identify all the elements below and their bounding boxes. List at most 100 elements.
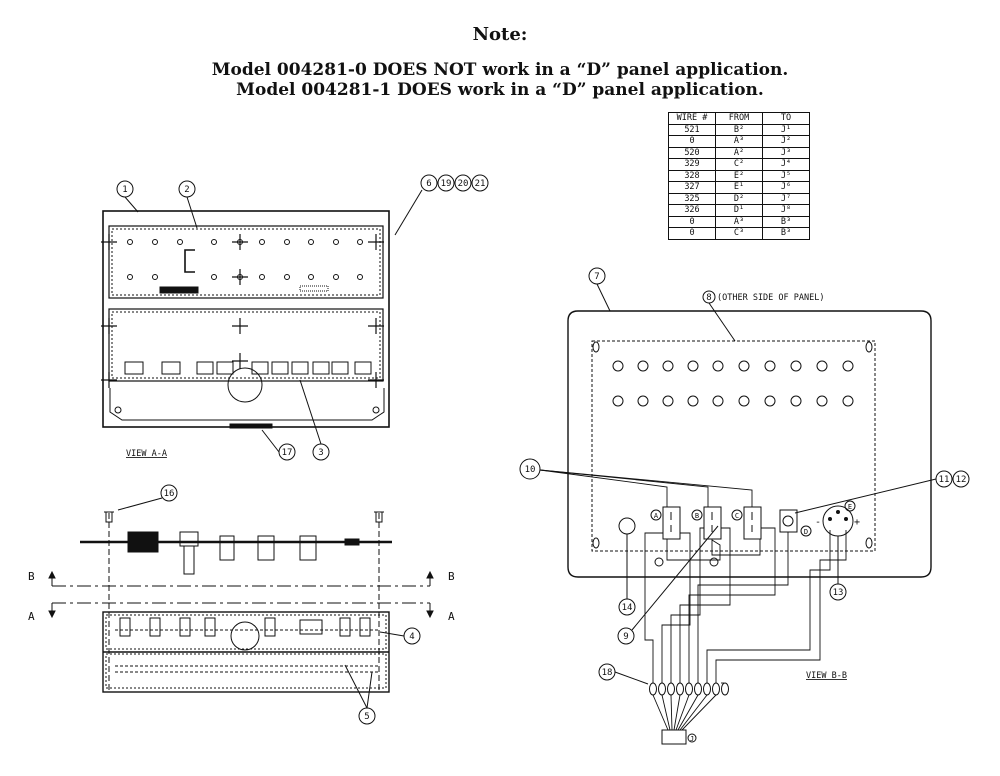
section-label-a-right: A	[448, 610, 455, 623]
side-view-component	[257, 535, 275, 561]
callout-4: 4	[409, 632, 414, 642]
section-letters: B B A A	[28, 570, 455, 623]
callout-19: 19	[441, 179, 452, 189]
view-aa-screw	[372, 406, 380, 414]
callout-21: 21	[475, 179, 486, 189]
view-aa-upper-panel-inner	[111, 228, 381, 296]
view-aa-callouts	[116, 174, 489, 461]
callout-13: 13	[833, 588, 844, 598]
side-view-screw	[374, 511, 384, 523]
view-aa-bottom-connector	[229, 423, 273, 429]
other-side-label: (OTHER SIDE OF PANEL)	[717, 293, 824, 303]
callout-5: 5	[364, 712, 369, 722]
view-aa-small-strip	[299, 285, 329, 292]
side-view-lower-inner	[105, 614, 387, 650]
wire-cell: C²	[715, 158, 763, 171]
view-bb-terminal-marks: -+	[815, 517, 860, 528]
section-arrow-a-right	[426, 603, 434, 619]
view-bb-plug-wires	[652, 694, 717, 731]
view-bb-connector-d	[782, 515, 794, 527]
svg-text:+: +	[854, 517, 860, 528]
view-bb-label: VIEW B-B	[806, 671, 847, 681]
view-aa-center-cutout	[227, 367, 263, 403]
side-view-component	[127, 531, 159, 553]
wire-cell: J⁶	[762, 181, 810, 194]
side-view-lower-inner	[105, 653, 387, 689]
view-bb-connector-d-body	[779, 509, 798, 533]
section-label-a-left: A	[28, 610, 35, 623]
wire-cell: J⁷	[762, 192, 810, 205]
wire-cell: D²	[715, 192, 763, 205]
wire-cell: J⁸	[762, 204, 810, 217]
view-bb-panel-outline	[567, 310, 932, 578]
wire-cell: 0	[668, 227, 716, 240]
view-aa-callout-numbers: 1 2 6 19 20 21 3 17	[122, 179, 485, 458]
note-line-2: Model 004281-1 DOES work in a “D” panel …	[236, 80, 764, 100]
view-aa-crosshairs	[101, 234, 384, 388]
view-bb-plug-label-circle	[687, 733, 697, 743]
section-label-b-right: B	[448, 570, 455, 583]
view-aa-upper-holes	[127, 239, 363, 280]
view-bb-callout-numbers: 7 8 10 11 12 13 14 9 18	[525, 272, 967, 678]
view-aa-lower-panel-inner	[111, 311, 381, 379]
view-bb-assembly	[567, 310, 932, 578]
note-line-1: Model 004281-0 DOES NOT work in a “D” pa…	[211, 60, 789, 80]
callout-14: 14	[622, 603, 633, 613]
connector-d-label: D	[804, 528, 808, 536]
view-aa-assembly	[101, 210, 390, 429]
view-bb-plug-j	[661, 729, 687, 745]
side-view-cutout	[230, 621, 260, 651]
side-view-callout-numbers: 16 4 5	[164, 489, 415, 722]
view-bb-switch-b	[703, 506, 722, 540]
wire-cell: J¹	[762, 123, 810, 136]
plug-j-label: J	[690, 735, 694, 743]
section-label-b-left: B	[28, 570, 35, 583]
view-bb-wiring	[539, 469, 847, 684]
callout-17: 17	[282, 448, 293, 458]
wire-cell: J³	[762, 146, 810, 159]
section-arrow-a-left	[48, 603, 56, 619]
view-bb-terminal-row	[649, 682, 729, 696]
side-view-component	[179, 531, 199, 547]
callout-7: 7	[594, 272, 599, 282]
switch-c-label: C	[735, 512, 739, 520]
view-bb-holes-row-1	[612, 360, 854, 372]
callout-20: 20	[458, 179, 469, 189]
side-view-component	[344, 538, 360, 546]
wire-cell: E²	[715, 169, 763, 182]
wire-cell: B³	[762, 215, 810, 228]
wire-cell: J⁵	[762, 169, 810, 182]
wire-cell: 521	[668, 123, 716, 136]
side-view-screw	[104, 511, 114, 523]
view-aa-screw	[114, 406, 122, 414]
side-view-internal-parts	[115, 617, 380, 673]
side-view-assembly	[48, 511, 434, 693]
view-bb-holes-row-2	[612, 395, 854, 407]
side-view-shaft	[183, 545, 195, 575]
side-view-component	[299, 535, 317, 561]
view-bb-other-side-outline	[591, 340, 876, 552]
view-aa-switch-openings	[124, 361, 372, 375]
view-aa-outer-frame	[102, 210, 390, 428]
switch-a-label: A	[654, 512, 659, 520]
switch-b-label: B	[695, 512, 699, 520]
callout-8: 8	[706, 293, 711, 303]
note-title: Note:	[472, 24, 528, 45]
view-bb-grommet	[618, 517, 636, 535]
wire-cell: 0	[668, 135, 716, 148]
section-arrow-b-right	[426, 570, 434, 586]
callout-18: 18	[602, 668, 613, 678]
view-bb-switch-c	[743, 506, 762, 540]
view-aa-label: VIEW A-A	[126, 449, 167, 459]
